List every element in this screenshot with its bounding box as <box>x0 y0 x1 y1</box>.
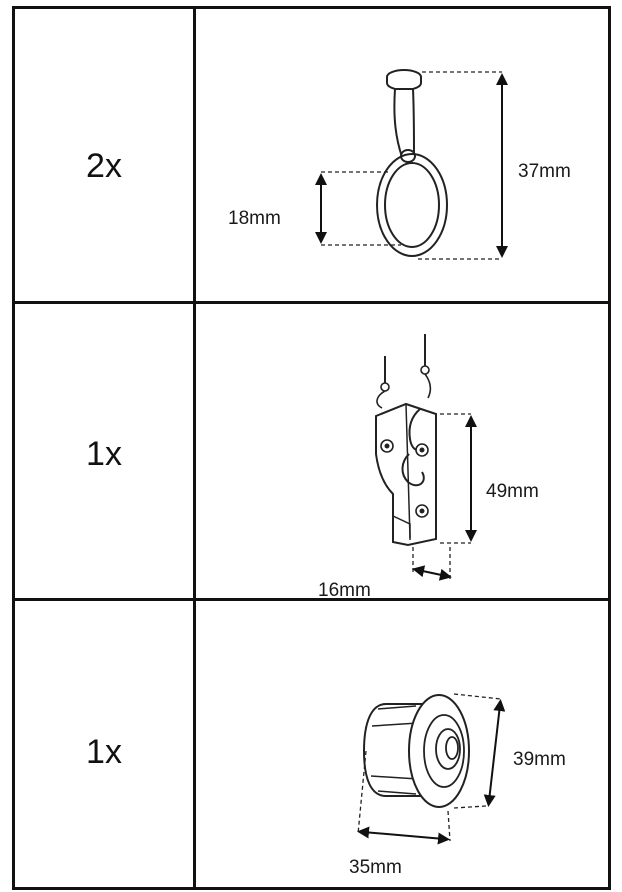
row-divider-1 <box>15 301 608 304</box>
end-cap-drawing: 39mm 35mm <box>349 693 566 878</box>
ring-pull-drawing: 37mm 18mm <box>228 69 571 260</box>
quantity-label-row-1: 2x <box>86 147 122 185</box>
length-label: 35mm <box>349 857 402 878</box>
quantity-label-row-2: 1x <box>86 435 122 473</box>
height-label: 37mm <box>518 161 571 182</box>
width-arrow <box>412 565 452 581</box>
quantity-label-row-3: 1x <box>86 733 122 771</box>
ring-diameter-label: 18mm <box>228 208 281 229</box>
cord-bracket-drawing: 49mm 16mm <box>318 334 539 598</box>
end-cap-illustration: 39mm 35mm <box>196 601 608 887</box>
shank-icon <box>393 88 416 158</box>
column-divider <box>193 9 196 887</box>
row-divider-2 <box>15 598 608 601</box>
height-label: 49mm <box>486 481 539 502</box>
ring-pull-illustration: 37mm 18mm <box>196 9 608 301</box>
ring-icon <box>376 153 448 257</box>
length-arrow <box>357 826 450 845</box>
height-label: 39mm <box>513 749 566 770</box>
width-label: 16mm <box>318 580 371 598</box>
height-arrow <box>483 699 506 807</box>
cord-bracket-illustration: 49mm 16mm <box>196 304 608 598</box>
parts-table: 2x 37mm 18mm <box>12 6 611 890</box>
